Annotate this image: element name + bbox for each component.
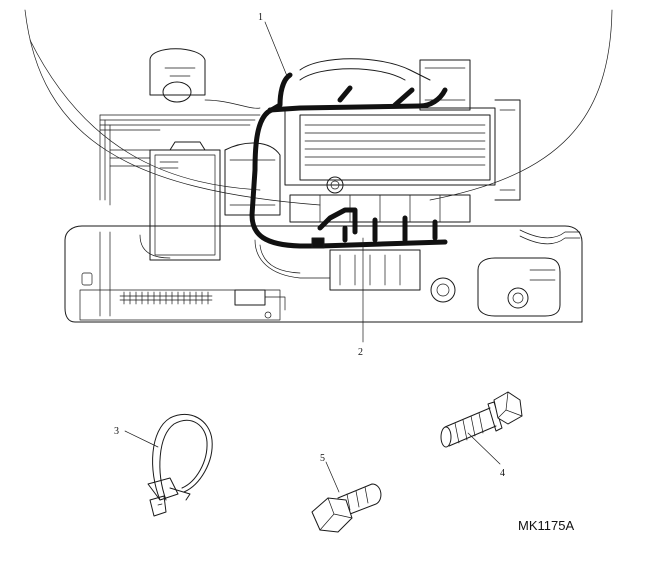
engine-harness	[249, 72, 448, 249]
battery	[149, 141, 221, 261]
callout-5-label: 5	[320, 453, 325, 464]
cam-cover	[284, 107, 496, 194]
callout-4-label: 4	[500, 468, 505, 479]
callout-2-label: 2	[358, 347, 363, 358]
callout-2: 2	[358, 237, 364, 358]
hex-bolt-short	[311, 483, 382, 533]
callout-3-label: 3	[114, 426, 119, 437]
flanged-bolt-long	[440, 391, 523, 448]
callout-1-label: 1	[258, 12, 263, 23]
callout-4: 4	[467, 432, 505, 479]
callout-1: 1	[258, 12, 288, 77]
callout-5: 5	[320, 453, 340, 493]
engine-bay-illustration	[24, 9, 613, 323]
grille	[119, 291, 213, 305]
cable-tie-clip	[147, 413, 213, 517]
callout-3: 3	[114, 426, 159, 448]
figure-reference-code: MK1175A	[518, 518, 574, 533]
